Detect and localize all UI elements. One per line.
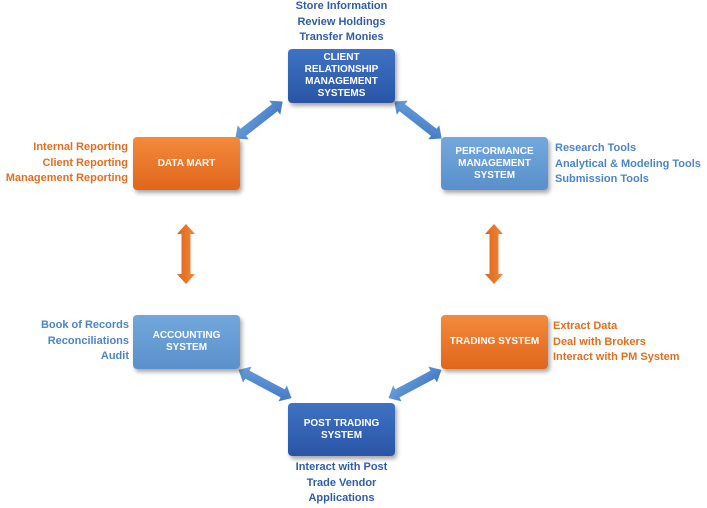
arrow-crm-performance bbox=[394, 100, 442, 140]
accounting-box-line-2: SYSTEM bbox=[165, 342, 208, 353]
performance-box-line-1: PERFORMANCE bbox=[455, 145, 534, 157]
arrow-trading-posttrading bbox=[388, 366, 442, 402]
performance-box-line-3: SYSTEM bbox=[473, 169, 516, 181]
accounting-function-3: Audit bbox=[100, 350, 129, 362]
data-mart-function-1: Internal Reporting bbox=[33, 141, 128, 153]
data-mart-function-list: Internal Reporting Client Reporting Mana… bbox=[0, 140, 128, 187]
trading-function-2: Deal with Brokers bbox=[553, 335, 646, 348]
crm-box-line-4: SYSTEMS bbox=[317, 88, 366, 99]
performance-function-list: Research Tools Analytical & Modeling Too… bbox=[555, 141, 705, 188]
accounting-box-line-1: ACCOUNTING bbox=[152, 330, 221, 341]
data-mart-box-line-1: DATA MART bbox=[157, 157, 216, 169]
crm-systems-box: CLIENT RELATIONSHIP MANAGEMENT SYSTEMS bbox=[288, 49, 395, 103]
performance-function-1: Research Tools bbox=[555, 142, 637, 154]
trading-function-list: Extract Data Deal with Brokers Interact … bbox=[553, 319, 703, 366]
post-trading-function-list: Interact with Post Trade Vendor Applicat… bbox=[240, 460, 443, 507]
arrow-datamart-accounting bbox=[177, 224, 195, 284]
crm-function-2: Review Holdings bbox=[297, 15, 386, 28]
post-trading-box-line-1: POST TRADING bbox=[303, 417, 380, 429]
post-trading-function-1: Interact with Post bbox=[295, 461, 388, 473]
crm-box-line-2: RELATIONSHIP bbox=[304, 64, 379, 75]
accounting-function-list: Book of Records Reconciliations Audit bbox=[0, 318, 129, 365]
arrow-performance-trading bbox=[485, 224, 503, 284]
trading-system-box: TRADING SYSTEM bbox=[441, 315, 548, 369]
accounting-function-1: Book of Records bbox=[40, 319, 129, 331]
performance-function-2: Analytical & Modeling Tools bbox=[555, 157, 701, 170]
crm-function-list: Store Information Review Holdings Transf… bbox=[238, 0, 445, 46]
crm-box-line-3: MANAGEMENT bbox=[305, 76, 378, 87]
post-trading-system-box: POST TRADING SYSTEM bbox=[288, 403, 395, 456]
post-trading-function-3: Applications bbox=[308, 492, 375, 504]
data-mart-function-2: Client Reporting bbox=[42, 156, 128, 169]
data-mart-box: DATA MART bbox=[133, 137, 240, 190]
crm-function-3: Transfer Monies bbox=[299, 31, 384, 43]
performance-function-3: Submission Tools bbox=[555, 173, 649, 185]
trading-box-line-1: TRADING SYSTEM bbox=[449, 336, 540, 347]
accounting-function-2: Reconciliations bbox=[47, 334, 129, 347]
post-trading-function-2: Trade Vendor bbox=[306, 476, 377, 489]
performance-box-line-2: MANAGEMENT bbox=[458, 157, 531, 169]
performance-management-box: PERFORMANCE MANAGEMENT SYSTEM bbox=[441, 137, 548, 190]
accounting-system-box: ACCOUNTING SYSTEM bbox=[133, 315, 240, 369]
arrow-datamart-crm bbox=[235, 100, 283, 140]
trading-function-1: Extract Data bbox=[553, 320, 618, 332]
crm-function-1: Store Information bbox=[295, 0, 388, 12]
trading-function-3: Interact with PM System bbox=[553, 351, 680, 363]
arrow-accounting-posttrading bbox=[238, 366, 292, 402]
crm-box-line-1: CLIENT bbox=[323, 52, 360, 63]
data-mart-function-3: Management Reporting bbox=[5, 172, 128, 184]
post-trading-box-line-2: SYSTEM bbox=[320, 429, 363, 441]
